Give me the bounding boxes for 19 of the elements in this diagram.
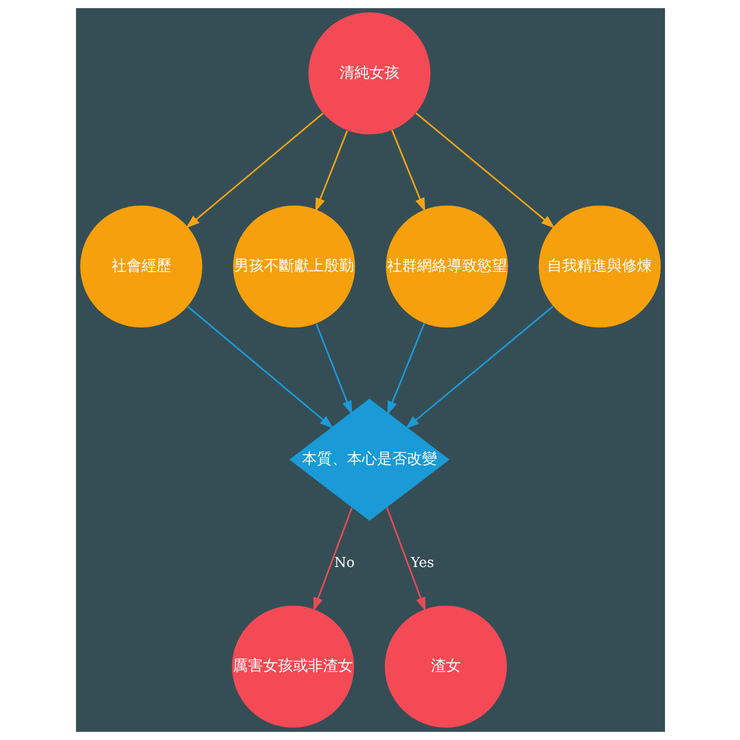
arrow [386,507,426,612]
edge-label: No [334,554,354,571]
arrow [390,130,425,212]
edge-label: Yes [410,554,434,571]
arrow [386,323,425,415]
arrow [312,507,352,612]
node-circle: 清純女孩 [308,12,430,134]
arrow [185,112,323,228]
node-circle: 自我精進與修煉 [538,206,660,328]
arrow [315,324,352,415]
arrow [404,306,554,429]
node-circle: 男孩不斷獻上殷勤 [232,206,355,328]
arrow [415,112,555,228]
node-circle: 厲害女孩或非渣女 [232,606,354,728]
node-circle: 社會經歷 [80,206,202,328]
node-circle: 社群網絡導致慾望 [385,206,508,328]
node-circle: 渣女 [384,606,506,728]
arrow [186,306,334,429]
arrow [314,130,348,212]
